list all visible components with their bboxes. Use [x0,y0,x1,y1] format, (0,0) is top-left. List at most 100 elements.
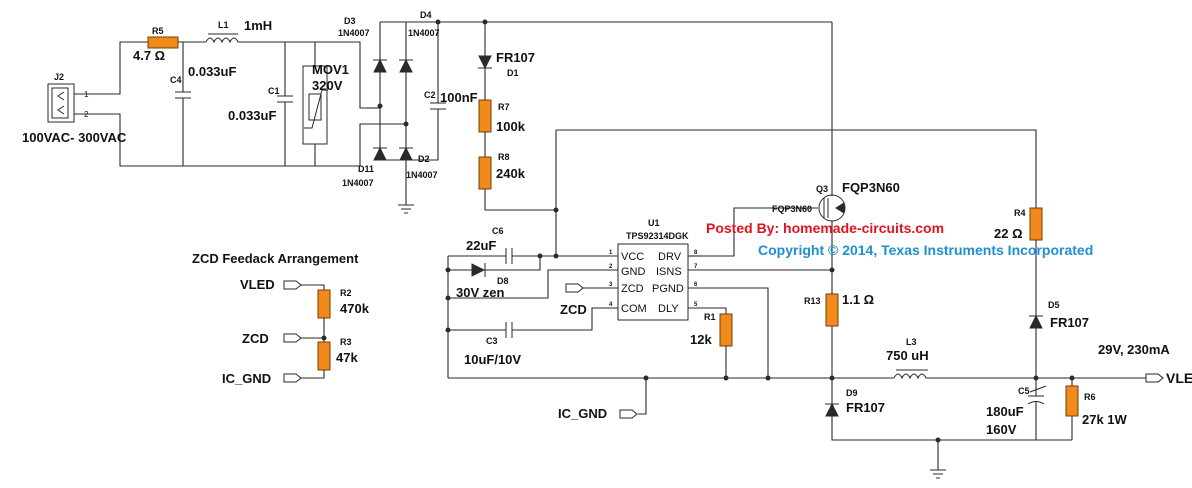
pin-isns: ISNS [656,266,682,278]
zcd-icgnd-label: IC_GND [222,371,271,386]
pin-zcd: ZCD [621,283,644,295]
j2-connector [47,83,75,123]
l1-value: 1mH [244,18,272,33]
r2-ref: R2 [340,288,352,298]
d2-value: 1N4007 [406,170,438,180]
r4-ref: R4 [1014,208,1026,218]
r8-value: 240k [496,166,526,181]
posted-by-credit: Posted By: homemade-circuits.com [706,220,944,236]
output-ground [930,437,946,479]
r13-resistor [825,293,839,327]
zcd-zcd-label: ZCD [242,331,269,346]
d1-value: FR107 [496,50,535,65]
c6-ref: C6 [492,226,504,236]
r5-value: 4.7 Ω [133,48,165,63]
j2-pin1: 1 [84,90,89,99]
d8-ref: D8 [497,276,509,286]
c2-value: 100nF [440,90,478,105]
vled-output-label: VLED [1166,370,1192,386]
pin-dly: DLY [658,303,679,315]
zcd-vled-label: VLED [240,277,275,292]
c5-value: 180uF [986,404,1024,419]
d9-diode [825,378,1072,441]
c1-capacitor [277,95,293,103]
input-wires [74,41,380,167]
c5-capacitor [1027,378,1047,440]
vcc-node-wires [445,248,600,378]
r13-value: 1.1 Ω [842,292,874,307]
c2-ref: C2 [424,90,436,100]
bridge-ground [398,204,414,214]
r1-ref: R1 [704,312,716,322]
c6-value: 22uF [466,238,496,253]
pin-gnd: GND [621,266,646,278]
c4-value: 0.033uF [188,64,236,79]
vled-output-connector [1145,373,1164,383]
c4-capacitor [175,91,191,99]
vcc-feedback-wire [553,129,1037,256]
bridge-rectifier [366,21,832,205]
q3-value: FQP3N60 [842,180,900,195]
pin-num-3: 3 [609,282,613,288]
pin-num-1: 1 [609,250,613,256]
q3-mosfet [702,22,846,276]
d11-value: 1N4007 [342,178,374,188]
d2-ref: D2 [418,154,430,164]
q3-part-small: FQP3N60 [772,204,812,214]
d9-value: FR107 [846,400,885,415]
zcd-feedback-network [283,280,331,383]
r1-resistor [719,313,733,347]
ground-rail [448,375,894,419]
c1-value: 0.033uF [228,108,276,123]
pin-num-4: 4 [609,302,613,308]
r2-value: 470k [340,301,370,316]
r13-ref: R13 [804,296,821,306]
c1-ref: C1 [268,86,280,96]
u1-ref: U1 [648,218,660,228]
l3-ref: L3 [906,337,917,347]
d4-ref: D4 [420,10,432,20]
d4-value: 1N4007 [408,28,440,38]
r4-value: 22 Ω [994,226,1023,241]
pin-drv: DRV [658,251,682,263]
d5-ref: D5 [1048,300,1060,310]
d8-value: 30V zen [456,285,504,300]
mov1-varistor [302,65,328,145]
r7-value: 100k [496,119,526,134]
pin-num-2: 2 [609,264,613,270]
pin-num-8: 8 [694,250,698,256]
mov1-value: 320V [312,78,343,93]
pin-com: COM [621,303,647,315]
r8-ref: R8 [498,152,510,162]
d5-value: FR107 [1050,315,1089,330]
r7-ref: R7 [498,102,510,112]
r6-ref: R6 [1084,392,1096,402]
pin-num-5: 5 [694,302,698,308]
r5-resistor [147,36,179,49]
l1-ref: L1 [218,20,229,30]
r4-d5-branch [1029,207,1043,378]
q3-ref: Q3 [816,184,828,194]
l1-inductor [205,37,240,44]
d3-ref: D3 [344,16,356,26]
ic-gnd-label: IC_GND [558,406,607,421]
r5-ref: R5 [152,26,164,36]
d9-ref: D9 [846,388,858,398]
l3-inductor [893,373,930,380]
pin-num-7: 7 [694,264,698,270]
r1-value: 12k [690,332,712,347]
d3-value: 1N4007 [338,28,370,38]
c2-capacitor [406,19,446,161]
c4-ref: C4 [170,75,182,85]
output-spec: 29V, 230mA [1098,342,1170,357]
r3-ref: R3 [340,337,352,347]
zcd-arrangement-title: ZCD Feedack Arrangement [192,251,359,266]
input-voltage: 100VAC- 300VAC [22,130,127,145]
u1-part: TPS92314DGK [626,231,689,241]
zcd-label: ZCD [560,302,587,317]
d11-ref: D11 [358,164,374,174]
r6-value: 27k 1W [1082,412,1128,427]
d1-r7-r8-chain [478,19,556,211]
